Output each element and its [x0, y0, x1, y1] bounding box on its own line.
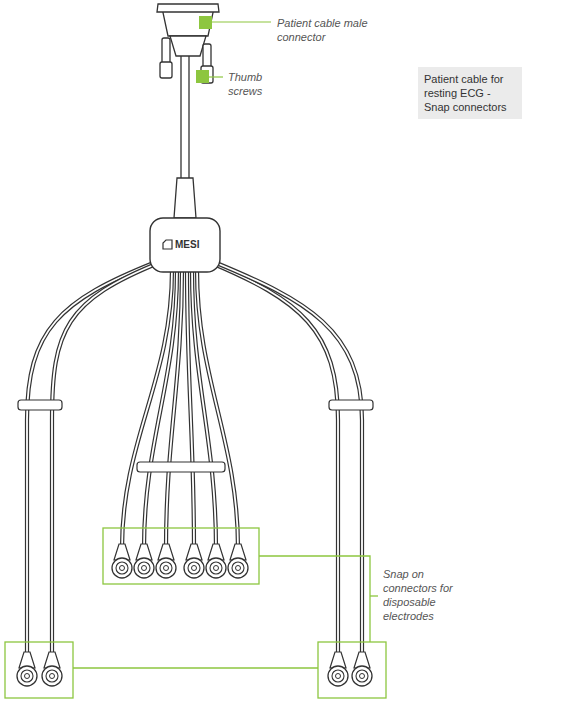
snap-socket [116, 562, 128, 574]
lead-clip [329, 400, 373, 410]
snap-socket [21, 670, 33, 682]
snap-socket [188, 562, 200, 574]
snap-body [352, 666, 372, 686]
snap-socket [25, 674, 30, 679]
snap-socket [142, 566, 147, 571]
snap-body [206, 558, 226, 578]
lead-wire [27, 262, 156, 652]
snap-socket [236, 566, 241, 571]
lead-wire [214, 262, 362, 652]
title-box: Patient cable for resting ECG - Snap con… [418, 67, 522, 119]
snap-body [184, 558, 204, 578]
callout-label: Thumb screws [228, 70, 288, 98]
snap-socket [46, 670, 58, 682]
main-cable [181, 55, 189, 180]
lead-wire [166, 270, 182, 548]
lead-wire [27, 262, 156, 652]
snap-body [42, 666, 62, 686]
snap-socket [164, 566, 169, 571]
leader-line [212, 21, 271, 22]
snap-body [17, 666, 37, 686]
snap-body [328, 666, 348, 686]
snap-socket [332, 670, 344, 682]
strain-relief [174, 178, 196, 218]
marker [196, 70, 209, 83]
snap-socket [360, 674, 365, 679]
lead-wire [52, 262, 161, 652]
lead-wire [192, 270, 216, 548]
snap-socket [210, 562, 222, 574]
lead-clip [18, 400, 62, 410]
cable-hub [150, 218, 220, 272]
snap-body [156, 558, 176, 578]
lead-clip [137, 462, 225, 472]
snap-socket [50, 674, 55, 679]
lead-wire [197, 270, 238, 548]
leader-line [209, 76, 223, 77]
lead-wire [192, 270, 216, 548]
snap-socket [192, 566, 197, 571]
logo-mark [163, 240, 172, 249]
brand-logo: MESI [175, 238, 215, 252]
snap-body [112, 558, 132, 578]
snap-socket [232, 562, 244, 574]
callout-label: Patient cable male connector [277, 16, 377, 44]
wires [18, 262, 373, 652]
snap-socket [336, 674, 341, 679]
snap-socket [214, 566, 219, 571]
lead-wire [52, 262, 161, 652]
callout-label: Snap on connectors for disposable electr… [383, 567, 473, 623]
snap-body [228, 558, 248, 578]
db-connector [157, 4, 219, 83]
lead-wire [197, 270, 238, 548]
snap-body [134, 558, 154, 578]
lead-wire [166, 270, 182, 548]
lead-wire [214, 262, 362, 652]
snap-socket [160, 562, 172, 574]
snap-socket [138, 562, 150, 574]
box-text: Patient cable for resting ECG - Snap con… [424, 72, 516, 114]
snap-connectors [17, 544, 372, 686]
snap-socket [356, 670, 368, 682]
snap-socket [120, 566, 125, 571]
marker [199, 16, 212, 29]
group-brackets [5, 528, 386, 698]
